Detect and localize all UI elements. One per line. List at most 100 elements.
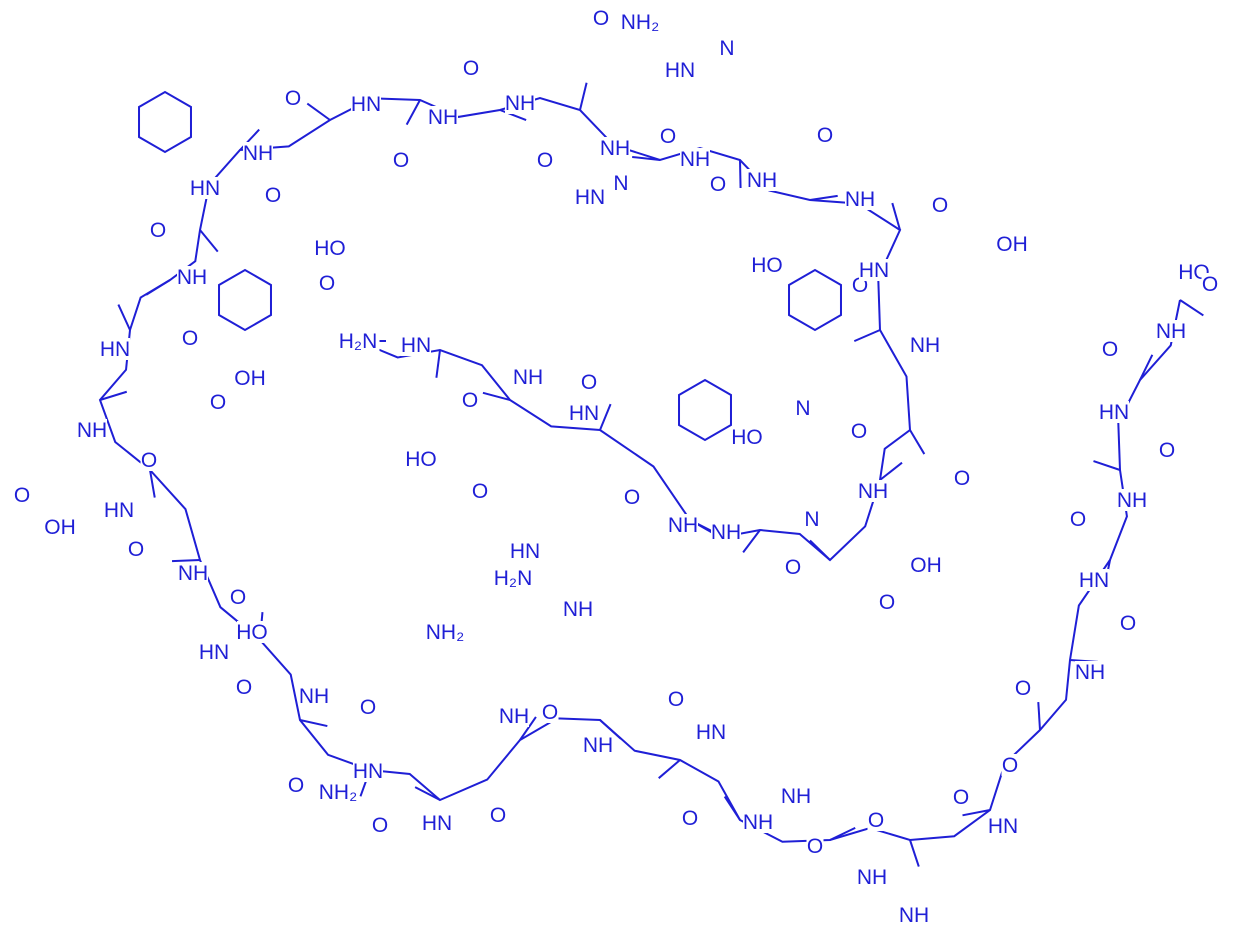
atom-label: HO	[731, 426, 763, 449]
atom-label-bg	[491, 567, 535, 589]
atom-label-bg	[667, 688, 685, 710]
side-chain-bond	[809, 194, 838, 201]
atom-label: O	[14, 484, 30, 507]
atom-label-bg	[858, 480, 888, 502]
atom-label: O	[1102, 338, 1118, 361]
atom-label-bg	[45, 516, 75, 538]
atom-label: HN	[988, 815, 1018, 838]
atom-label-bg	[1101, 338, 1119, 360]
atom-label: NH	[178, 562, 208, 585]
benzene-ring	[218, 268, 272, 332]
atom-label-bg	[406, 448, 436, 470]
atom-label: HN	[401, 334, 431, 357]
atom-label: O	[785, 556, 801, 579]
side-chain-bond	[199, 229, 219, 253]
side-chain-bond	[909, 429, 926, 455]
side-chain-bond	[435, 349, 441, 378]
atom-label-bg	[806, 835, 824, 857]
atom-label-bg	[859, 259, 889, 281]
atom-label-bg	[190, 177, 220, 199]
atom-label: NH	[781, 785, 811, 808]
atom-label: HN	[190, 177, 220, 200]
atom-label: O	[1202, 273, 1218, 296]
side-chain-bond	[99, 390, 128, 401]
atom-label-bg	[392, 149, 410, 171]
atom-label: O	[710, 173, 726, 196]
atom-label: OH	[996, 233, 1028, 256]
atom-label: N	[613, 172, 628, 195]
atom-label: O	[581, 371, 597, 394]
atom-label-bg	[794, 397, 812, 419]
atom-label-bg	[127, 538, 145, 560]
atom-label-bg	[229, 586, 247, 608]
atom-label: NH	[243, 142, 273, 165]
atom-label: O	[807, 835, 823, 858]
atom-label-bg	[718, 37, 736, 59]
atom-label: O	[1070, 508, 1086, 531]
atom-label-bg	[510, 540, 540, 562]
atom-label-bg	[178, 562, 208, 584]
atom-label-bg	[336, 330, 380, 352]
atom-label: HN	[199, 641, 229, 664]
atom-label: O	[128, 538, 144, 561]
side-chain-bond	[414, 786, 441, 801]
atom-label: O	[1159, 439, 1175, 462]
atom-label-bg	[747, 169, 777, 191]
atom-label-bg	[428, 106, 458, 128]
atom-label-bg	[743, 811, 773, 833]
atom-label-bg	[618, 11, 662, 33]
atom-label: NH₂	[426, 621, 464, 644]
atom-label: O	[150, 219, 166, 242]
side-chain-bond	[405, 99, 421, 126]
atom-label-bg	[1117, 489, 1147, 511]
atom-label: NH	[299, 685, 329, 708]
atom-label: HN	[422, 812, 452, 835]
atom-label-bg	[563, 598, 593, 620]
atom-label-bg	[371, 814, 389, 836]
atom-label-bg	[471, 480, 489, 502]
atom-label: O	[265, 184, 281, 207]
atom-label: NH	[1117, 489, 1147, 512]
atom-label-bg	[100, 338, 130, 360]
atom-label-bg	[681, 807, 699, 829]
atom-label-bg	[899, 904, 929, 926]
atom-label-bg	[181, 327, 199, 349]
atom-label: HO	[236, 621, 268, 644]
side-chain-bond	[879, 461, 903, 481]
atom-label: O	[141, 449, 157, 472]
side-chain-bond	[632, 155, 661, 161]
atom-label: O	[624, 486, 640, 509]
atom-label-bg	[845, 188, 875, 210]
atom-label-bg	[422, 812, 452, 834]
atom-label-bg	[140, 449, 158, 471]
atom-label: O	[1002, 754, 1018, 777]
atom-label: NH	[747, 169, 777, 192]
atom-label: O	[393, 149, 409, 172]
atom-label: O	[182, 327, 198, 350]
atom-label-bg	[709, 173, 727, 195]
side-chain-bond	[1037, 701, 1041, 731]
atom-label: O	[537, 149, 553, 172]
atom-label: O	[472, 480, 488, 503]
side-chain-bond	[829, 826, 856, 841]
atom-label: O	[360, 696, 376, 719]
atom-label: OH	[44, 516, 76, 539]
atom-label: NH	[857, 866, 887, 889]
atom-label-bg	[423, 621, 467, 643]
atom-label: O	[1120, 612, 1136, 635]
atom-label: NH₂	[621, 11, 659, 34]
atom-label: NH	[668, 514, 698, 537]
side-chain-bond	[853, 329, 881, 343]
atom-label-bg	[243, 142, 273, 164]
atom-label: O	[236, 676, 252, 699]
atom-label-bg	[659, 125, 677, 147]
atom-label: O	[660, 125, 676, 148]
atom-label-bg	[541, 701, 559, 723]
atom-label-bg	[732, 426, 762, 448]
atom-label: NH	[899, 904, 929, 927]
backbone-bonds	[98, 96, 1181, 843]
atom-label-bg	[665, 59, 695, 81]
atom-label-bg	[1156, 320, 1186, 342]
benzene-ring	[678, 378, 732, 442]
